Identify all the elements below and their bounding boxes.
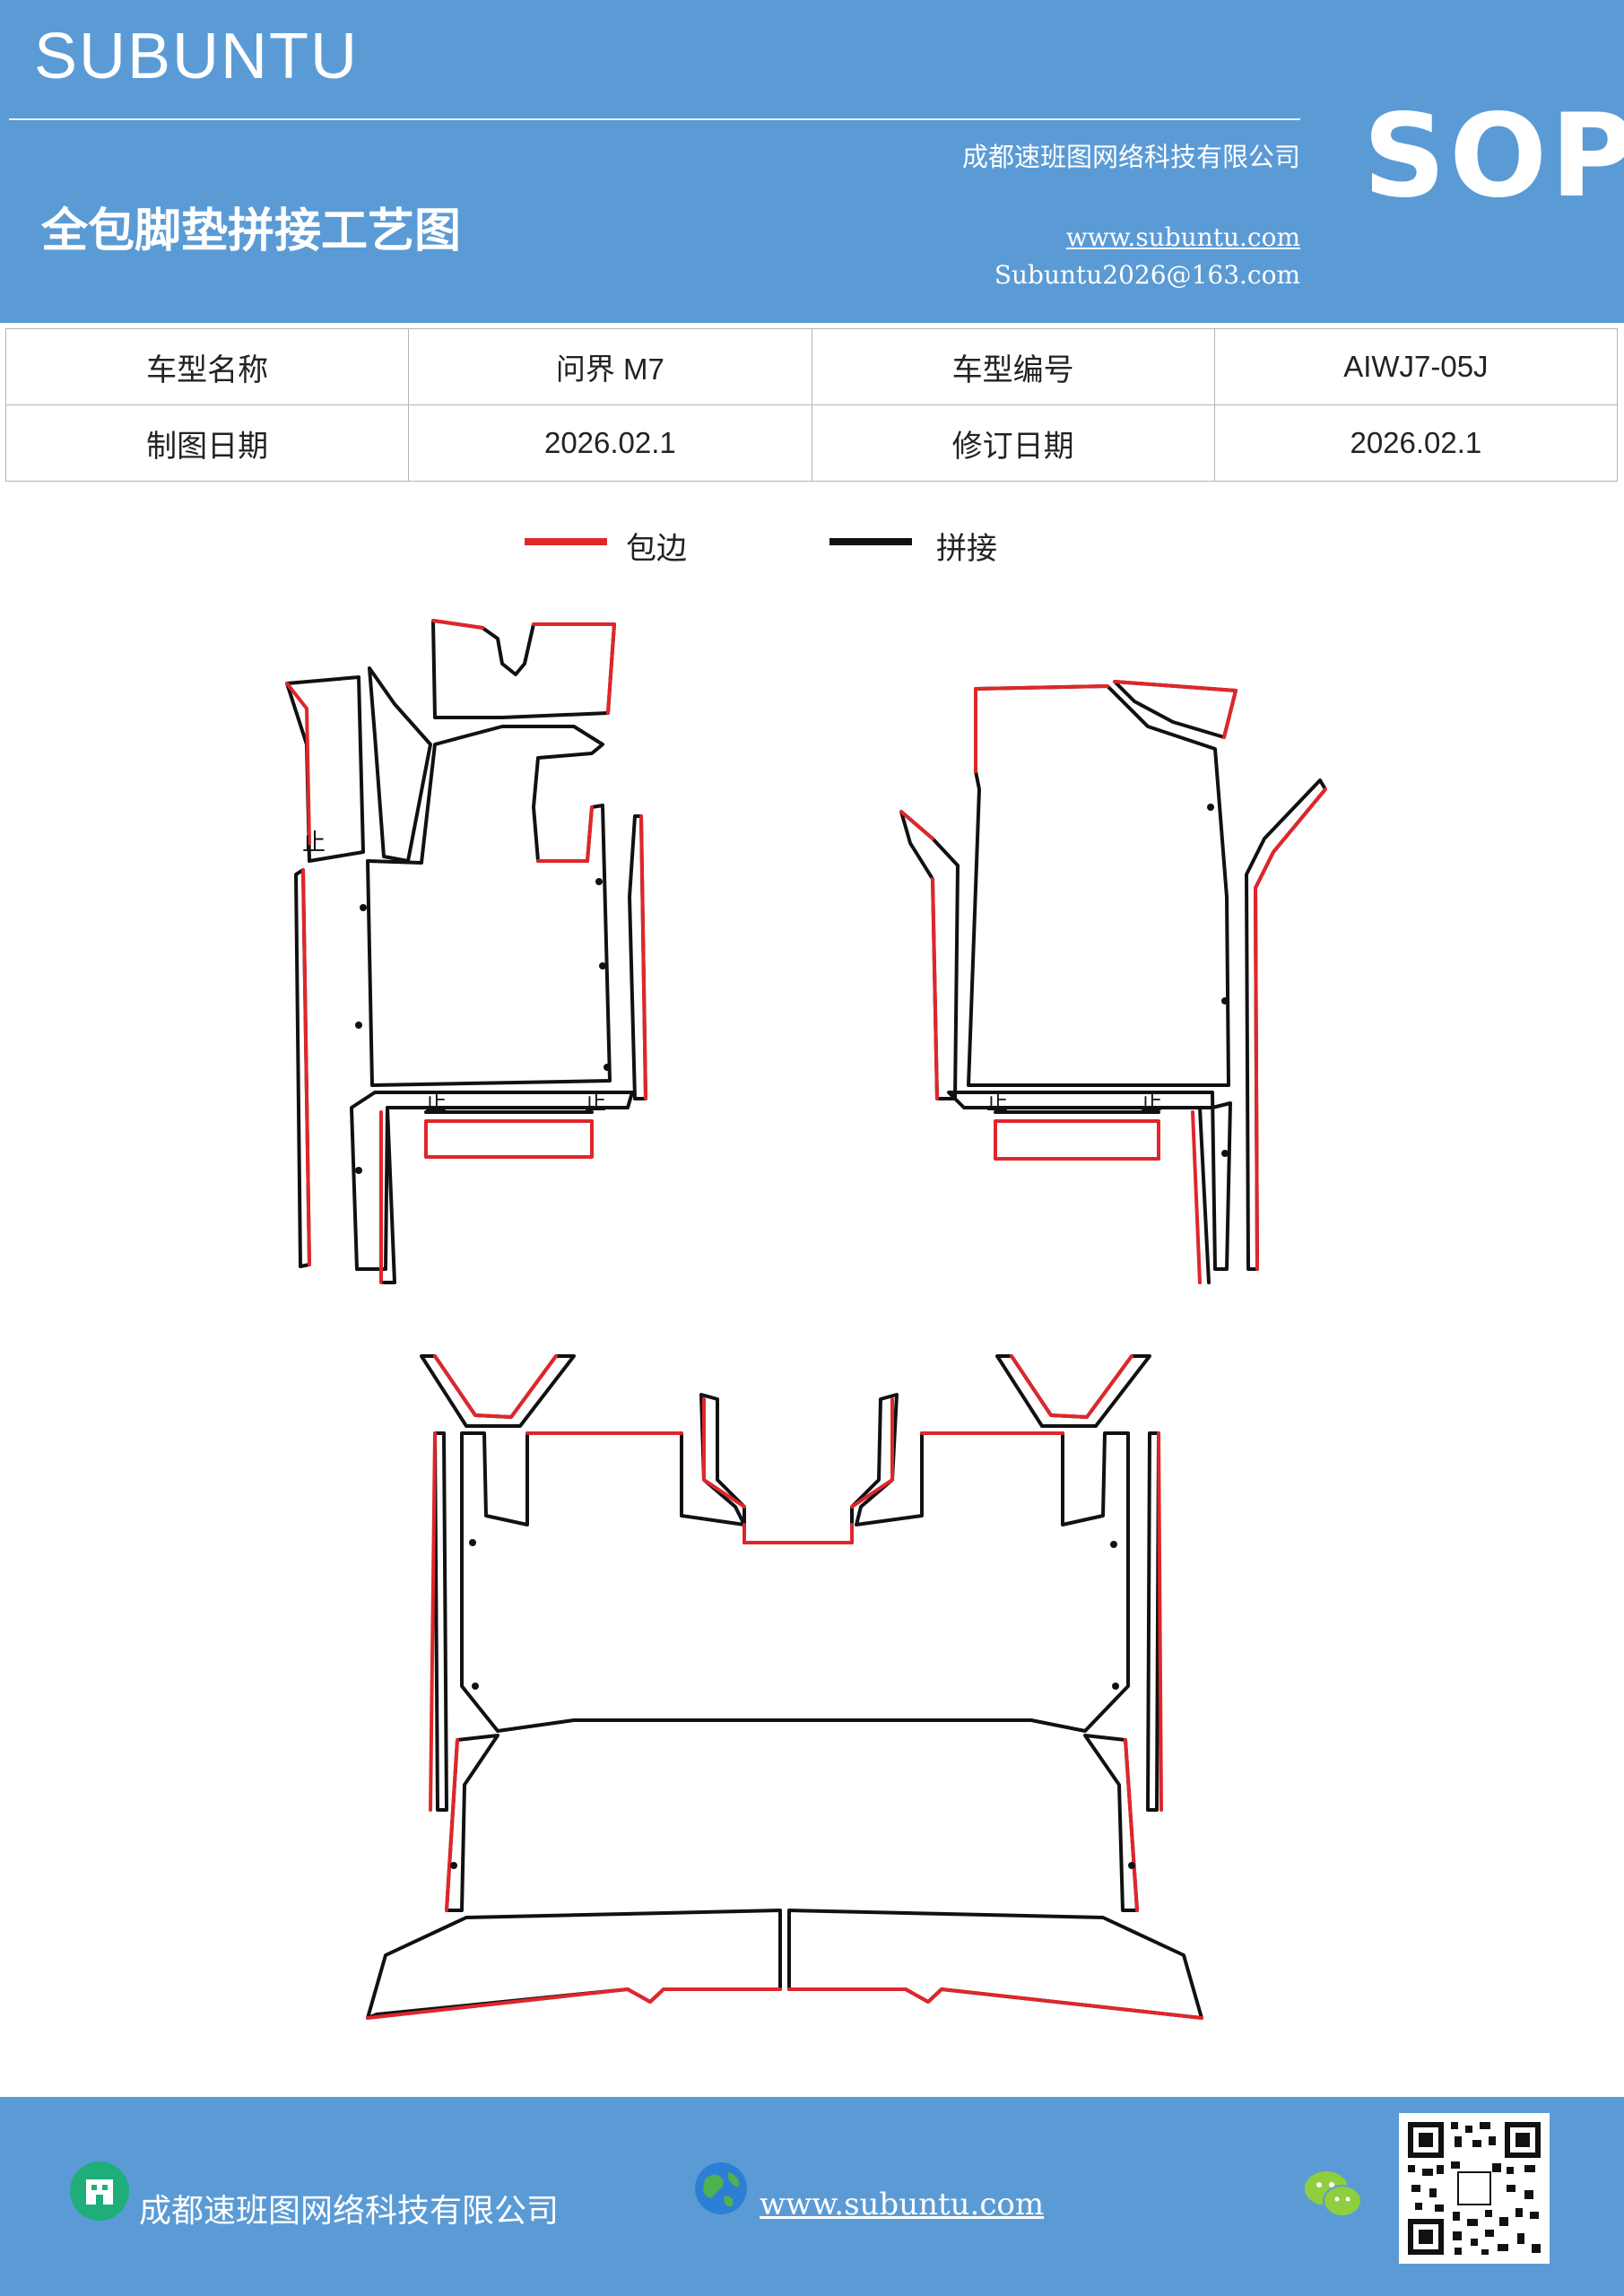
table-row: 制图日期 2026.02.1 修订日期 2026.02.1	[4, 404, 1619, 482]
fl-bottom-l-strip	[350, 1091, 634, 1271]
brand-logo-text: SUBUNTU	[34, 21, 360, 92]
rear-right-side-strip	[1146, 1431, 1160, 1812]
edge-legend-label: 包边	[626, 531, 687, 567]
model-code-label: 车型编号	[811, 328, 1215, 405]
footer-website-link[interactable]: www.subuntu.com	[760, 2187, 1045, 2222]
footer-company-name: 成都速班图网络科技有限公司	[139, 2193, 560, 2230]
floor-mat-diagram: 止 止 止	[285, 619, 1327, 2020]
fr-bottom-rect	[994, 1119, 1160, 1161]
page-title: 全包脚垫拼接工艺图	[41, 204, 462, 258]
fl-bottom-rect	[424, 1119, 594, 1159]
website-link[interactable]: www.subuntu.com	[1065, 222, 1300, 252]
building-icon	[70, 2161, 129, 2221]
fl-diagonal-strip	[368, 666, 432, 863]
fl-stop-mark-2: 止	[425, 1090, 447, 1115]
model-code-value: AIWJ7-05J	[1213, 328, 1619, 405]
rear-mat-group	[366, 1354, 1203, 2020]
drawing-date-value: 2026.02.1	[408, 404, 812, 482]
fr-main-body	[967, 684, 1230, 1087]
seam-legend-label: 拼接	[936, 531, 997, 567]
rear-right-panel	[787, 1909, 1203, 2020]
vehicle-info-table: 车型名称 问界 M7 车型编号 AIWJ7-05J 制图日期 2026.02.1…	[4, 328, 1619, 482]
header-divider	[9, 118, 1300, 120]
fr-left-strip	[899, 810, 960, 1100]
model-name-label: 车型名称	[4, 328, 410, 405]
rear-left-panel	[366, 1909, 782, 2020]
fl-main-body	[366, 725, 612, 1087]
revision-date-value: 2026.02.1	[1213, 404, 1619, 482]
front-right-mat-group: 止 止	[899, 680, 1327, 1284]
qr-code[interactable]	[1399, 2113, 1550, 2264]
fr-bottom-l-strip	[947, 1091, 1232, 1271]
email-address: Subuntu2026@163.com	[994, 260, 1300, 290]
fl-top-heel-pad	[431, 619, 616, 719]
drawing-date-label: 制图日期	[4, 404, 410, 482]
page-footer: 成都速班图网络科技有限公司 www.subuntu.com	[0, 2097, 1624, 2296]
table-row: 车型名称 问界 M7 车型编号 AIWJ7-05J	[4, 328, 1619, 405]
rear-right-seat-wedge	[1083, 1734, 1139, 1912]
company-name: 成都速班图网络科技有限公司	[961, 142, 1300, 172]
front-left-mat-group: 止 止 止	[285, 619, 647, 1284]
fl-left-upper-block	[285, 675, 365, 863]
edge-legend-swatch	[525, 538, 607, 545]
rear-main-body	[460, 1393, 1130, 1733]
wechat-icon	[1302, 2167, 1365, 2222]
page-header: SUBUNTU 成都速班图网络科技有限公司 全包脚垫拼接工艺图 www.subu…	[0, 0, 1624, 323]
rear-left-side-strip	[433, 1431, 448, 1812]
fl-stop-mark-3: 止	[585, 1090, 606, 1115]
globe-icon	[692, 2160, 750, 2217]
fr-stop-mark-2: 止	[1141, 1090, 1162, 1115]
seam-legend-swatch	[829, 538, 912, 545]
model-name-value: 问界 M7	[408, 328, 812, 405]
fl-stop-mark: 止	[302, 830, 326, 857]
legend: 包边 拼接	[0, 520, 1624, 574]
revision-date-label: 修订日期	[811, 404, 1215, 482]
sop-badge: SOP	[1363, 90, 1624, 223]
fr-stop-mark: 止	[986, 1090, 1008, 1115]
